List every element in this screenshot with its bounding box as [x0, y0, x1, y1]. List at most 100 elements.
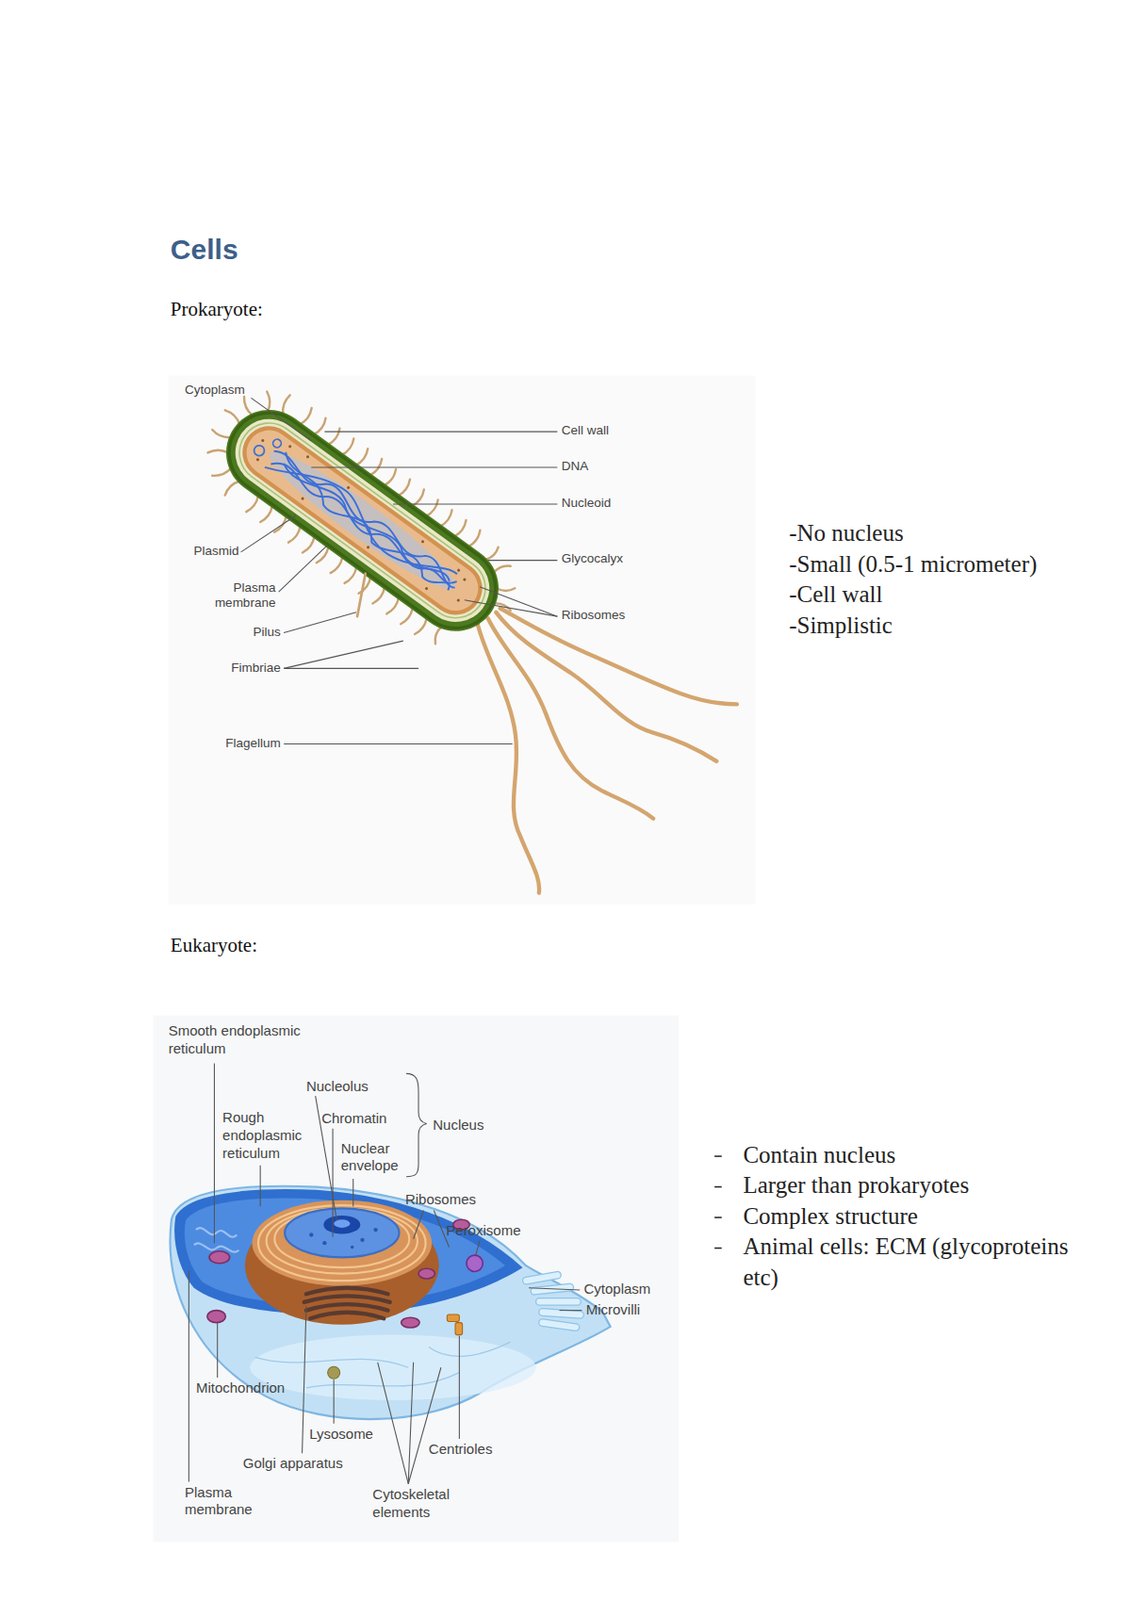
- fimbria-hair: [440, 509, 455, 528]
- fimbria-hair: [327, 428, 343, 447]
- fimbria-hair: [257, 391, 278, 412]
- animal-cell-drawing: [446, 1314, 462, 1336]
- bacterium-body: [260, 439, 466, 602]
- part-label: Plasma membrane: [208, 580, 276, 611]
- bullet-dash: [714, 1186, 722, 1189]
- leader-line: [241, 515, 296, 553]
- animal-cell-drawing: [333, 1219, 350, 1229]
- bullet-text: Larger than prokaryotes: [742, 1170, 1111, 1202]
- ribosome-dots: [456, 598, 460, 603]
- bullet-text: Complex structure: [742, 1201, 1111, 1233]
- part-label: Ribosomes: [405, 1191, 476, 1210]
- plasmid-drawing: [251, 443, 266, 459]
- part-label: Cell wall: [561, 423, 609, 439]
- leader-line: [393, 503, 558, 505]
- leader-line: [332, 1129, 334, 1238]
- part-label: Plasmid: [177, 543, 239, 559]
- animal-cell-drawing: [249, 1335, 536, 1401]
- part-label: Lysosome: [309, 1426, 374, 1444]
- animal-cell-drawing: [323, 1215, 361, 1234]
- fimbria-hair: [468, 530, 483, 549]
- figure-panel: [168, 376, 756, 905]
- fimbria-hair: [302, 536, 317, 555]
- part-label: Nucleoid: [561, 495, 612, 511]
- animal-cell-drawing: [255, 1357, 409, 1368]
- animal-cell-drawing: [170, 1186, 611, 1420]
- part-label: Rough endoplasmic reticulum: [222, 1109, 312, 1163]
- flagellum-drawing: [477, 624, 540, 894]
- ribosome-dots: [261, 438, 265, 443]
- plasmid-drawing: [271, 437, 283, 449]
- fimbria-hair: [330, 557, 345, 575]
- fimbria-hair: [207, 442, 229, 463]
- bacterium-body: [209, 393, 516, 649]
- animal-cell-drawing: [306, 1304, 389, 1311]
- animal-cell-drawing: [522, 1271, 585, 1332]
- animal-cell-drawing: [322, 1241, 327, 1246]
- flagellum-drawing: [500, 607, 738, 705]
- leader-line: [213, 1064, 215, 1245]
- ribosome-dots: [288, 444, 293, 449]
- fimbria-hair: [260, 505, 275, 524]
- ribosome-dots: [457, 568, 461, 573]
- part-label: Peroxisome: [445, 1222, 521, 1241]
- ribosome-dots: [420, 540, 425, 544]
- part-label: Cytoskeletal elements: [372, 1486, 467, 1523]
- bullet-text: Animal cells: ECM (glycoproteins etc): [742, 1231, 1096, 1294]
- part-label: Cytoplasm: [583, 1280, 651, 1299]
- bullet-text: -Simplistic: [788, 610, 1116, 642]
- part-label: Plasma membrane: [184, 1484, 259, 1521]
- fimbria-hair: [414, 618, 429, 637]
- animal-cell-drawing: [536, 1298, 582, 1307]
- animal-cell-drawing: [309, 1232, 313, 1237]
- part-label: Nucleolus: [306, 1078, 369, 1097]
- animal-cell-drawing: [284, 1208, 399, 1258]
- leader-line: [283, 612, 357, 634]
- animal-cell-drawing: [209, 1251, 230, 1264]
- fimbria-hair: [383, 469, 398, 488]
- fimbria-hair: [313, 418, 328, 437]
- leader-line: [528, 1288, 580, 1291]
- fimbria-hair: [400, 607, 415, 626]
- ribosome-dots: [365, 545, 370, 550]
- animal-cell-drawing: [360, 1238, 364, 1243]
- leader-line: [488, 559, 558, 561]
- leader-line: [283, 743, 513, 745]
- leader-line: [377, 1362, 409, 1485]
- animal-cell-drawing: [266, 1208, 418, 1274]
- ribosome-dots: [346, 485, 351, 490]
- leader-line: [188, 1064, 582, 1485]
- ribosome-dots: [245, 427, 476, 611]
- bullet-dash: [714, 1156, 722, 1248]
- dna-strands: [280, 458, 453, 589]
- dna-strands: [262, 442, 463, 600]
- leader-line: [333, 1379, 335, 1425]
- section-heading: Eukaryote:: [170, 934, 258, 958]
- animal-cell-drawing: [373, 1228, 377, 1232]
- part-label: Centrioles: [428, 1441, 493, 1459]
- bullet-dash: [714, 1155, 722, 1158]
- animal-cell-drawing: [207, 1311, 226, 1324]
- leader-line: [475, 1241, 480, 1256]
- fimbria-hair: [245, 495, 261, 514]
- bullet-text: -Cell wall: [788, 579, 1116, 611]
- animal-cell-drawing: [170, 1186, 611, 1420]
- figure-panel: [152, 1016, 679, 1543]
- leader-line: [250, 397, 312, 441]
- animal-cell-drawing: [446, 1314, 459, 1323]
- illustration-canvas: [152, 367, 755, 1542]
- leader-line: [216, 1323, 218, 1378]
- leader-line: [408, 1362, 413, 1485]
- fimbria-hair: [426, 499, 441, 518]
- animal-cell-drawing: [455, 1323, 463, 1336]
- bullet-dash: [714, 1216, 722, 1219]
- pilus-drawing: [357, 573, 366, 617]
- animal-cell-drawing: [466, 1255, 483, 1272]
- animal-cell-drawing: [306, 1288, 389, 1295]
- leader-line: [408, 1367, 442, 1484]
- animal-cell-drawing: [252, 1200, 433, 1287]
- animal-cell-drawing: [539, 1308, 585, 1319]
- flagellum-drawing: [477, 607, 738, 893]
- leader-line: [559, 1310, 583, 1312]
